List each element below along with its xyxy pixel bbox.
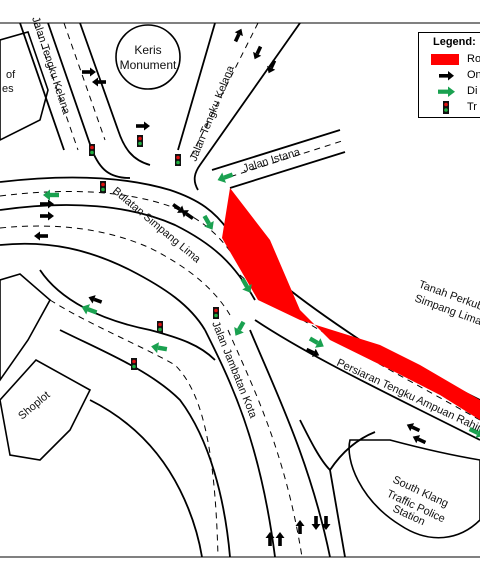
kelana-right-edge-b	[193, 22, 301, 191]
jambatan-left-edge	[204, 329, 276, 558]
red-block-icon	[431, 54, 459, 65]
legend-title: Legend:	[433, 36, 476, 48]
roundabout-inner-bottom	[0, 242, 206, 331]
legend-label: Tr	[467, 101, 477, 113]
highlighted-road-section	[222, 188, 480, 420]
roundabout-top-edge	[0, 176, 229, 231]
jambatan-lane	[227, 329, 303, 558]
roundabout-lane-b	[0, 225, 231, 316]
label-jalan-istana: Jalan Istana	[241, 146, 302, 175]
legend-item-traffic-light: Tr	[431, 101, 480, 115]
roundabout-lane-a	[0, 190, 241, 266]
loop-edge-c	[89, 399, 203, 558]
building-outlines	[0, 31, 480, 539]
legend-label: Ro	[467, 53, 480, 65]
legend-item-road: Ro	[431, 53, 480, 67]
label-partial-left-2: es	[2, 83, 14, 95]
label-monument: Monument	[120, 58, 177, 72]
kelana-left-edge-b	[79, 22, 151, 166]
police-station-block	[348, 439, 480, 539]
keris-monument-circle	[115, 24, 181, 90]
kelana-left-lane-b	[63, 22, 106, 141]
jambatan-right-edge	[249, 329, 331, 558]
kelana-left-edge-c	[19, 22, 65, 151]
black-arrow-icon	[439, 71, 454, 81]
legend-item-oneway: On	[431, 69, 480, 83]
green-arrow-icon	[438, 86, 455, 97]
istana-edge-b	[229, 151, 346, 189]
persiaran-bottom-edge	[254, 319, 480, 441]
loop-lane	[49, 299, 219, 558]
legend-label: Di	[467, 85, 478, 97]
roundabout-inner-top	[0, 204, 256, 301]
loop-edge-a	[39, 269, 216, 361]
legend: Legend: Ro On Di Tr	[418, 32, 480, 118]
kelana-right-edge-a	[177, 22, 216, 151]
loop-edge-b	[59, 329, 231, 558]
traffic-light-icon	[443, 101, 449, 114]
median-line	[329, 469, 346, 558]
legend-label: On	[467, 69, 480, 81]
label-keris: Keris	[134, 43, 161, 57]
kelana-left-lane-a	[33, 22, 79, 151]
label-partial-left-1: of	[6, 69, 16, 81]
legend-item-diversion: Di	[431, 85, 480, 99]
lane-markings	[0, 22, 480, 558]
kelana-right-lane	[189, 22, 259, 159]
istana-edge-a	[211, 129, 341, 171]
left-mid-building	[0, 273, 52, 382]
shoplot-building	[0, 358, 92, 461]
